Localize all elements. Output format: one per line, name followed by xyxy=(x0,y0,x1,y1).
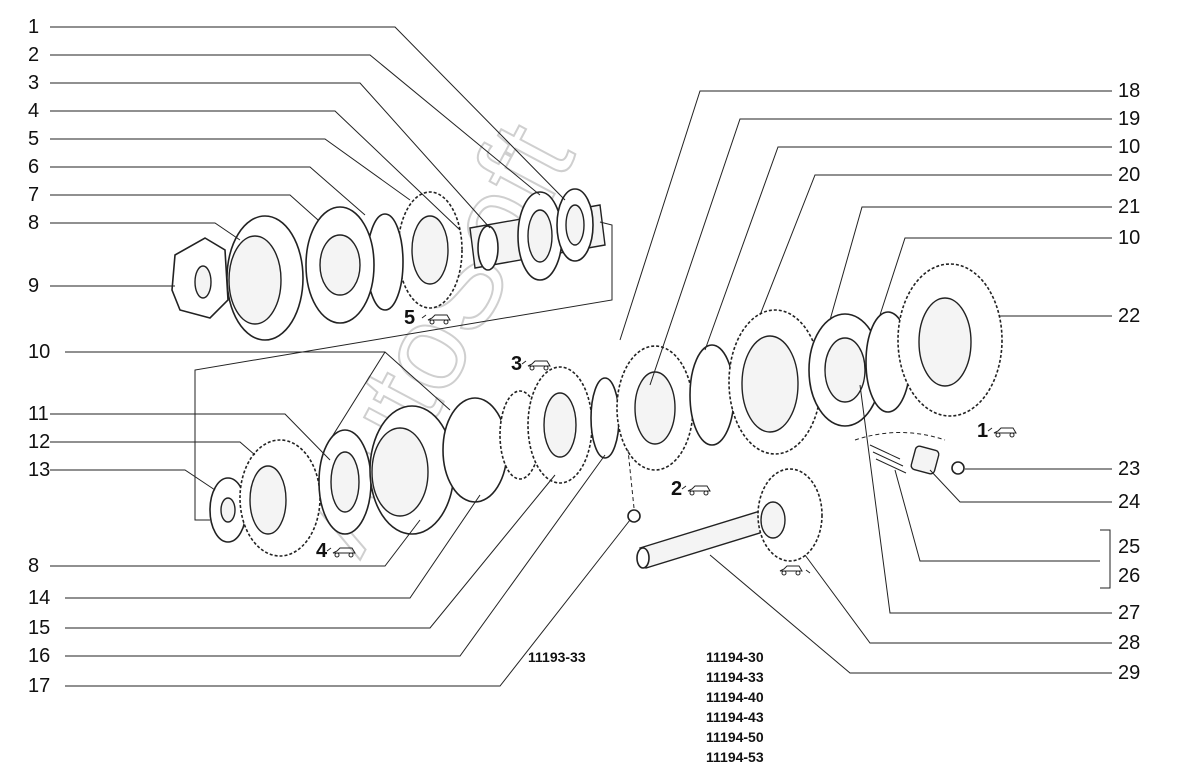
callout-21: 21 xyxy=(1118,196,1140,218)
callout-6: 6 xyxy=(28,156,39,178)
callout-20: 20 xyxy=(1118,164,1140,186)
inline-markers: 5 3 4 2 1 xyxy=(316,307,1017,576)
callout-13: 13 xyxy=(28,459,50,481)
car-icon-reverse xyxy=(779,565,811,576)
callout-5: 5 xyxy=(28,128,39,150)
callout-19: 19 xyxy=(1118,108,1140,130)
callout-10d: 10 xyxy=(1118,227,1140,249)
code-right-6: 11194-53 xyxy=(706,749,764,765)
marker-5: 5 xyxy=(404,307,415,329)
code-right-4: 11194-43 xyxy=(706,709,764,725)
callouts-right: 18 19 10 20 21 10 22 23 24 25 26 27 28 2… xyxy=(619,80,1140,684)
callout-17: 17 xyxy=(28,675,50,697)
callout-27: 27 xyxy=(1118,602,1140,624)
code-right-3: 11194-40 xyxy=(706,689,764,705)
callout-16: 16 xyxy=(28,645,50,667)
middle-shaft-assembly xyxy=(209,263,1003,557)
callout-8: 8 xyxy=(28,212,39,234)
marker-2: 2 xyxy=(671,478,682,500)
callout-7: 7 xyxy=(28,184,39,206)
callout-14: 14 xyxy=(28,587,50,609)
callout-25: 25 xyxy=(1118,536,1140,558)
callout-22: 22 xyxy=(1118,305,1140,327)
callout-12: 12 xyxy=(28,431,50,453)
callout-8b: 8 xyxy=(28,555,39,577)
code-right-5: 11194-50 xyxy=(706,729,764,745)
callout-4: 4 xyxy=(28,100,39,122)
callout-28: 28 xyxy=(1118,632,1140,654)
car-icon xyxy=(521,360,551,371)
marker-4: 4 xyxy=(316,540,328,562)
code-right-2: 11194-33 xyxy=(706,669,764,685)
detent-parts xyxy=(627,432,965,523)
callout-24: 24 xyxy=(1118,491,1140,513)
car-icon xyxy=(421,314,451,325)
group-bracket xyxy=(194,221,613,521)
code-right-1: 11194-30 xyxy=(706,649,764,665)
callout-2: 2 xyxy=(28,44,39,66)
callout-10c: 10 xyxy=(1118,136,1140,158)
callout-11: 11 xyxy=(28,403,49,425)
callout-10: 10 xyxy=(28,341,50,363)
callout-3: 3 xyxy=(28,72,39,94)
callout-1: 1 xyxy=(28,16,39,38)
callout-26: 26 xyxy=(1118,565,1140,587)
code-left: 11193-33 xyxy=(528,649,586,665)
callout-15: 15 xyxy=(28,617,50,639)
callouts-left: 1 2 3 4 5 6 7 8 9 10 11 12 13 8 14 15 16… xyxy=(28,16,631,697)
upper-shaft-assembly xyxy=(171,188,606,341)
callout-23: 23 xyxy=(1118,458,1140,480)
model-codes: 11193-33 11194-30 11194-33 11194-40 1119… xyxy=(528,649,764,765)
car-icon xyxy=(326,547,356,558)
callout-9: 9 xyxy=(28,275,39,297)
callout-29: 29 xyxy=(1118,662,1140,684)
car-icon xyxy=(987,427,1017,438)
car-icon xyxy=(681,485,711,496)
marker-3: 3 xyxy=(511,353,522,375)
callout-18: 18 xyxy=(1118,80,1140,102)
reverse-idler xyxy=(636,468,823,569)
marker-1: 1 xyxy=(977,420,988,442)
